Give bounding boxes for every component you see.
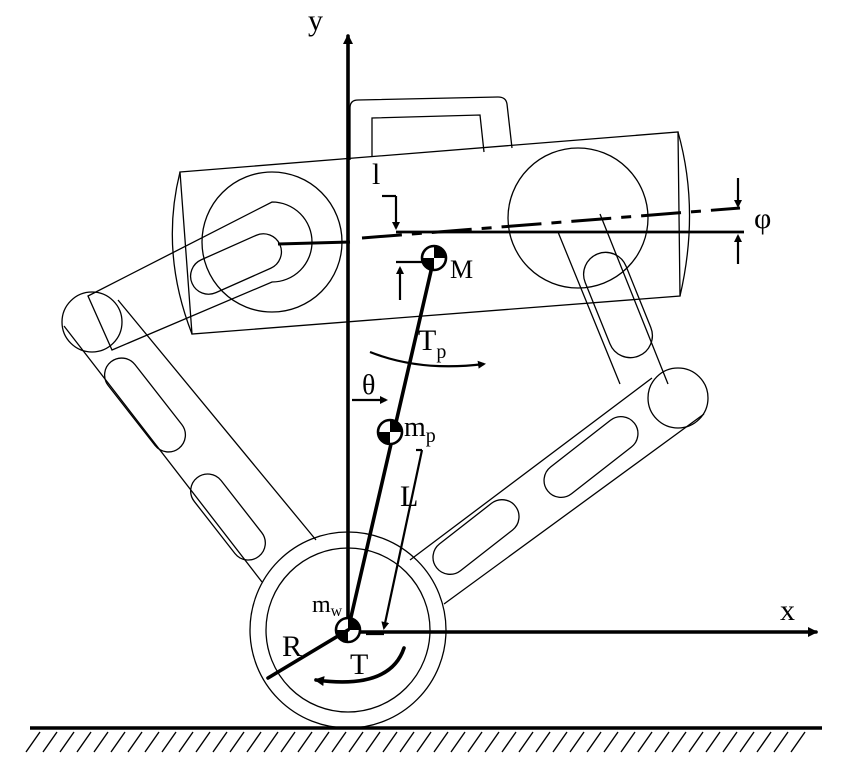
hatch-line (144, 731, 160, 753)
hatch-line (467, 731, 483, 753)
body-mass-label: M (450, 255, 473, 284)
pitch-angle-label: φ (754, 202, 771, 235)
hatch-line (586, 731, 602, 753)
right-leg (409, 213, 709, 605)
ground (25, 726, 822, 753)
leg-torque-arc (369, 350, 486, 369)
hatch-line (280, 731, 296, 753)
body-offset-label: l (372, 158, 380, 191)
hatch-line (195, 731, 211, 753)
hatch-line (25, 731, 41, 753)
hatch-line (620, 731, 636, 753)
leg-torque-label: Tp (418, 324, 446, 363)
hatch-line (535, 731, 551, 753)
hatch-line (705, 731, 721, 753)
hatch-line (433, 731, 449, 753)
hatch-line (484, 731, 500, 753)
wheel-torque-label: T (350, 648, 368, 681)
hatch-line (93, 731, 109, 753)
right-thigh (557, 213, 669, 385)
body-pitch-line (361, 206, 741, 240)
leg-angle-label: θ (362, 370, 375, 401)
body-mass-symbol (420, 244, 448, 272)
right-thigh-slot (582, 251, 654, 359)
hatch-line (416, 731, 432, 753)
hip-line-left (277, 240, 351, 246)
hatch-line (603, 731, 619, 753)
hatch-line (229, 731, 245, 753)
hatch-line (450, 731, 466, 753)
left-leg (61, 201, 317, 583)
robot-body (171, 96, 691, 335)
L-dim-arrow (381, 449, 424, 630)
right-shin (409, 377, 705, 605)
hatch-line (569, 731, 585, 753)
hatch-line (161, 731, 177, 753)
right-hip-motor (507, 147, 649, 289)
x-axis-label: x (780, 594, 795, 627)
right-shin-slot-upper (543, 415, 639, 499)
hatch-line (110, 731, 126, 753)
hatch-line (637, 731, 653, 753)
hatch-line (212, 731, 228, 753)
hatch-line (382, 731, 398, 753)
hatch-line (722, 731, 738, 753)
pendulum-mass-label: mp (404, 412, 436, 447)
hatch-line (365, 731, 381, 753)
body-right-cap (677, 131, 691, 297)
hatch-line (654, 731, 670, 753)
left-thigh (87, 201, 313, 351)
hatch-line (59, 731, 75, 753)
hatch-line (246, 731, 262, 753)
hatch-line (773, 731, 789, 753)
left-shin-slot-lower (190, 473, 266, 561)
hatch-line (399, 731, 415, 753)
wheel-radius-line (266, 628, 350, 680)
leg-length-label: L (400, 480, 418, 513)
y-axis-label: y (308, 4, 323, 37)
hatch-line (348, 731, 364, 753)
wheel-radius-label: R (282, 630, 302, 663)
top-box-outer (349, 96, 513, 160)
hatch-line (756, 731, 772, 753)
wheel-torque-arc (314, 646, 406, 687)
left-shin (63, 299, 317, 583)
left-shin-slot-upper (103, 357, 187, 453)
hatch-line (688, 731, 704, 753)
hatch-line (671, 731, 687, 753)
hatch-line (314, 731, 330, 753)
hatch-line (76, 731, 92, 753)
hatch-line (790, 731, 806, 753)
hatch-line (297, 731, 313, 753)
hatch-line (552, 731, 568, 753)
hatch-line (331, 731, 347, 753)
wheel-mass-label: mw (312, 592, 343, 620)
hatch-line (739, 731, 755, 753)
pendulum-mass-symbol (376, 418, 404, 446)
hatch-line (42, 731, 58, 753)
hatch-line (178, 731, 194, 753)
hatch-line (501, 731, 517, 753)
ground-hatching (25, 731, 806, 753)
top-box-inner (371, 114, 485, 156)
hatch-line (518, 731, 534, 753)
hatch-line (263, 731, 279, 753)
right-knee-joint (647, 367, 709, 429)
hatch-line (127, 731, 143, 753)
left-knee-joint (61, 291, 123, 353)
right-shin-slot-lower (432, 499, 520, 575)
